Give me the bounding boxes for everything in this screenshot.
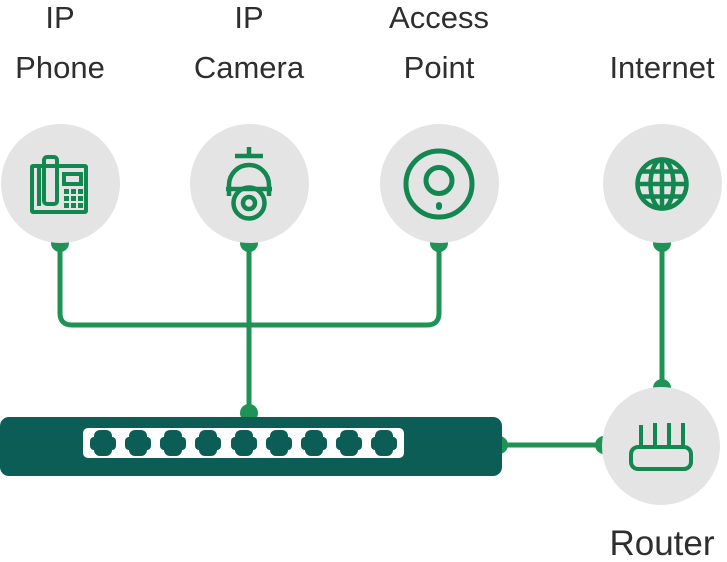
ethernet-port-icon bbox=[300, 430, 327, 456]
dome-camera-icon bbox=[226, 146, 272, 221]
label-access-point: Access Point bbox=[389, 0, 489, 85]
ethernet-port-icon bbox=[265, 430, 292, 456]
globe-icon bbox=[635, 156, 689, 211]
ethernet-port-icon bbox=[195, 430, 222, 456]
label-ip-camera: IP Camera bbox=[193, 0, 305, 85]
node-access-point bbox=[379, 124, 499, 243]
ethernet-port-icon bbox=[160, 430, 187, 456]
node-ip-camera bbox=[189, 124, 309, 243]
ip-phone-icon bbox=[30, 154, 88, 214]
ethernet-port-icon bbox=[230, 430, 257, 456]
node-internet bbox=[602, 124, 722, 243]
node-ip-phone bbox=[0, 124, 120, 243]
ethernet-port-icon bbox=[125, 430, 152, 456]
label-ip-phone: IP Phone bbox=[15, 0, 105, 85]
ethernet-port-icon bbox=[371, 430, 397, 456]
label-router: Router bbox=[609, 524, 715, 562]
ethernet-port-icon bbox=[90, 430, 116, 456]
access-point-icon bbox=[403, 148, 475, 219]
switch-ports bbox=[83, 428, 404, 458]
label-internet: Internet bbox=[609, 50, 715, 85]
ethernet-switch bbox=[0, 417, 502, 476]
ethernet-port-icon bbox=[335, 430, 362, 456]
router-icon bbox=[629, 423, 693, 471]
node-router bbox=[602, 387, 720, 505]
